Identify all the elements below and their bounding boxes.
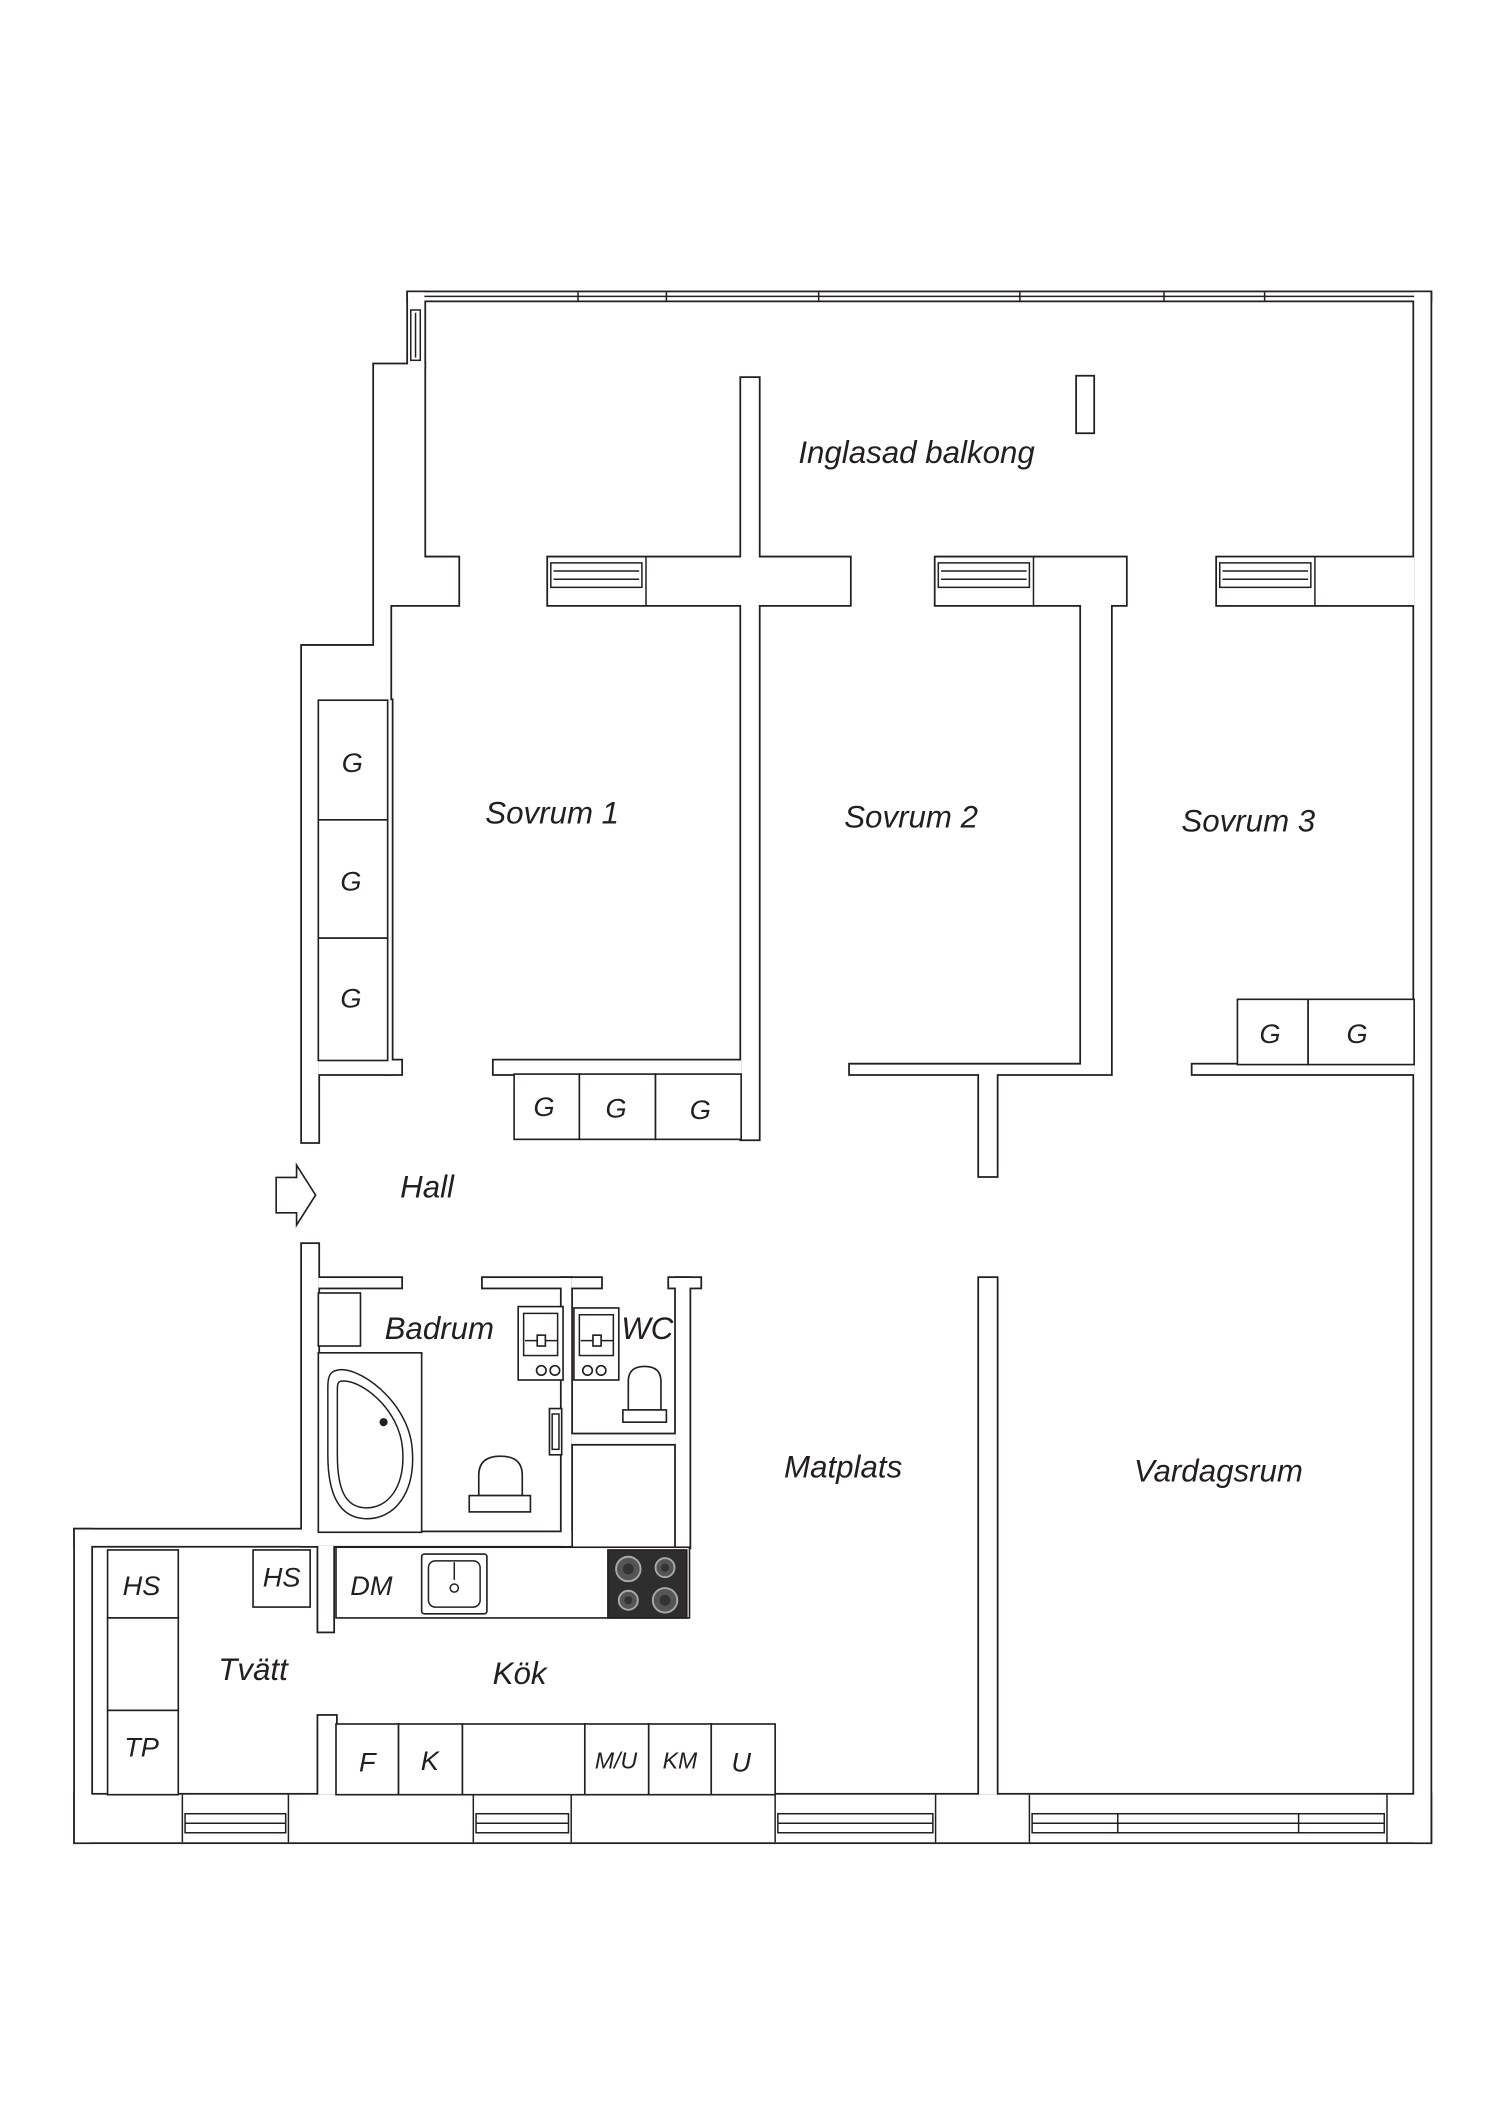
hall-wardrobes: G G G bbox=[317, 699, 389, 1062]
room-label-bathroom: Badrum bbox=[385, 1311, 494, 1346]
kitchen-unit-label: M/U bbox=[595, 1748, 638, 1774]
laundry-window bbox=[181, 1794, 290, 1843]
wardrobe-label: G bbox=[533, 1091, 554, 1122]
bathroom-toilet-tank bbox=[468, 1494, 532, 1513]
window-frame bbox=[1218, 562, 1312, 589]
entrance-arrow-icon bbox=[275, 1162, 317, 1228]
bathtub-inner bbox=[336, 1380, 404, 1509]
wardrobe-label: G bbox=[605, 1093, 626, 1124]
wardrobe-label: G bbox=[340, 866, 361, 897]
wardrobe-label: G bbox=[1259, 1018, 1280, 1049]
kitchen-unit-freezer bbox=[397, 1723, 464, 1796]
room-label-laundry: Tvätt bbox=[218, 1652, 289, 1687]
wc-toilet-tank bbox=[622, 1409, 668, 1423]
laundry-label: HS bbox=[123, 1570, 161, 1601]
bedroom1-window bbox=[550, 557, 647, 606]
wardrobe-label: G bbox=[340, 982, 361, 1013]
kitchen-sink-drain bbox=[449, 1583, 460, 1593]
window-frame bbox=[937, 562, 1031, 589]
room-label-living: Vardagsrum bbox=[1134, 1454, 1303, 1489]
wardrobe bbox=[1307, 998, 1415, 1066]
kitchen-unit-label: U bbox=[731, 1747, 751, 1778]
wc-sink-knob bbox=[581, 1364, 594, 1377]
towel-radiator bbox=[548, 1407, 563, 1456]
wc-fixtures bbox=[573, 1307, 668, 1423]
wardrobe bbox=[317, 937, 389, 1062]
bathroom-sink-mixer bbox=[536, 1334, 547, 1347]
room-labels: Inglasad balkong Sovrum 1 Sovrum 2 Sovru… bbox=[218, 435, 1315, 1691]
laundry-label: TP bbox=[124, 1732, 159, 1763]
kitchen-window bbox=[472, 1794, 572, 1843]
room-label-wc: WC bbox=[621, 1311, 674, 1346]
wardrobe-label: G bbox=[342, 747, 363, 778]
room-label-hall: Hall bbox=[400, 1169, 455, 1204]
wc-sink-basin bbox=[578, 1314, 615, 1357]
towel-radiator-inner bbox=[551, 1413, 560, 1451]
room-label-kitchen: Kök bbox=[493, 1656, 548, 1691]
stove-burner-center bbox=[622, 1563, 634, 1575]
wc-sink-mixer bbox=[592, 1334, 602, 1347]
bathroom-sink-knob bbox=[535, 1364, 547, 1377]
wardrobe-label: G bbox=[690, 1094, 711, 1125]
wardrobe-label: G bbox=[1346, 1018, 1367, 1049]
bathroom-fixtures bbox=[317, 1292, 564, 1534]
kitchen-unit-label: KM bbox=[663, 1748, 698, 1774]
bathtub-basin bbox=[327, 1368, 414, 1520]
bedroom3-window bbox=[1218, 557, 1316, 606]
kitchen-unit-oven bbox=[710, 1723, 776, 1796]
window-frame bbox=[550, 562, 643, 589]
bedroom2-window bbox=[937, 557, 1035, 606]
wc-toilet-bowl bbox=[627, 1365, 662, 1411]
room-label-dining: Matplats bbox=[784, 1450, 902, 1485]
stove-burner-center bbox=[660, 1563, 670, 1572]
wardrobe bbox=[317, 819, 389, 939]
wardrobe bbox=[513, 1073, 581, 1141]
laundry-tumble-dryer bbox=[106, 1709, 180, 1796]
bathroom-cabinet bbox=[317, 1292, 362, 1347]
room-label-bedroom1: Sovrum 1 bbox=[485, 796, 619, 831]
dining-window bbox=[774, 1794, 937, 1843]
balcony-glazing-ticks bbox=[577, 292, 1266, 301]
living-room-window bbox=[1028, 1794, 1388, 1843]
kitchen-unit-microwave-oven bbox=[583, 1723, 650, 1796]
stove-burner-center bbox=[624, 1596, 633, 1605]
kitchen-unit-coffee-machine bbox=[647, 1723, 713, 1796]
laundry-washer bbox=[106, 1617, 180, 1712]
kitchen-lower-counter: F K M/U KM U bbox=[335, 1723, 776, 1796]
kitchen-upper-counter: DM bbox=[335, 1546, 691, 1619]
kitchen-unit-fridge bbox=[335, 1723, 400, 1796]
wc-sink-knob bbox=[595, 1364, 607, 1377]
laundry-corner-cabinet bbox=[252, 1549, 311, 1608]
room-label-bedroom3: Sovrum 3 bbox=[1181, 804, 1315, 839]
bathtub-frame bbox=[317, 1352, 423, 1534]
kitchen-sink-basin bbox=[427, 1560, 481, 1608]
bathroom-toilet-bowl bbox=[477, 1455, 524, 1497]
wardrobe bbox=[317, 699, 389, 821]
bathtub-drain bbox=[379, 1418, 388, 1427]
laundry-drying-cabinet bbox=[106, 1549, 180, 1619]
kitchen-unit-label: F bbox=[359, 1747, 377, 1778]
room-label-balcony: Inglasad balkong bbox=[798, 435, 1035, 470]
stove-burner-center bbox=[659, 1594, 671, 1606]
bathroom-sink-knob bbox=[549, 1364, 561, 1377]
kitchen-unit-label: K bbox=[421, 1745, 441, 1776]
wardrobe bbox=[1236, 998, 1309, 1066]
room-label-bedroom2: Sovrum 2 bbox=[844, 800, 978, 835]
dishwasher-label: DM bbox=[350, 1570, 393, 1601]
windows bbox=[181, 292, 1415, 1843]
laundry-corner-label: HS bbox=[263, 1562, 301, 1593]
laundry-fixtures: HS TP HS bbox=[106, 1549, 311, 1796]
bathroom-sink-basin bbox=[522, 1312, 559, 1357]
bedroom3-wardrobes: G G bbox=[1236, 998, 1415, 1066]
kitchen-unit-cabinet bbox=[461, 1723, 586, 1796]
bedroom1-wardrobes: G G G bbox=[513, 1073, 742, 1141]
wardrobe bbox=[654, 1073, 742, 1141]
